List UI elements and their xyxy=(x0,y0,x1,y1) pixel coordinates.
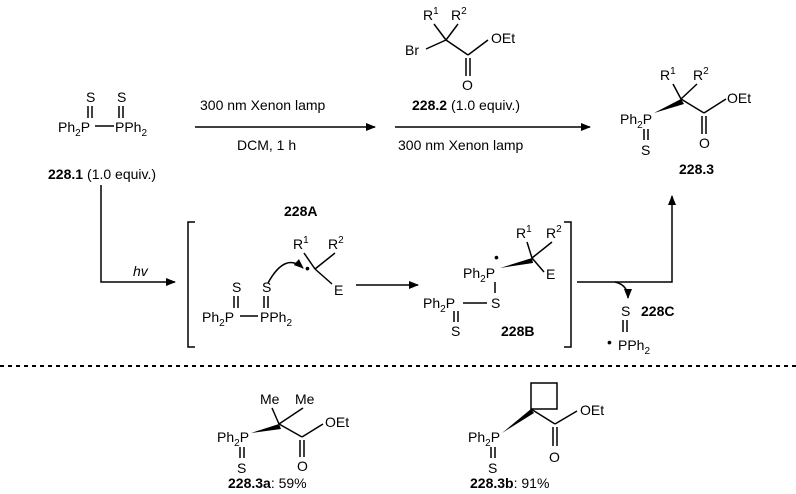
svg-text:Ph2P: Ph2P xyxy=(468,429,500,449)
to-product-arrow xyxy=(577,195,676,283)
intermediate-228C-structure: S • PPh2 xyxy=(607,303,650,357)
svg-text:PPh2: PPh2 xyxy=(115,119,147,139)
example-a-label: 228.3a xyxy=(228,475,271,491)
product-label: 228.3 xyxy=(679,161,714,177)
svg-text:O: O xyxy=(699,135,710,151)
svg-text:OEt: OEt xyxy=(325,414,349,430)
svg-text:Me: Me xyxy=(295,391,315,407)
svg-text:S: S xyxy=(117,89,126,105)
step1-condition-2: DCM, 1 h xyxy=(237,137,296,153)
svg-text:S: S xyxy=(488,460,497,476)
svg-text:OEt: OEt xyxy=(580,402,604,418)
svg-text:O: O xyxy=(462,77,473,93)
svg-text:E: E xyxy=(334,282,343,298)
svg-text:R2: R2 xyxy=(451,6,467,23)
svg-text:Br: Br xyxy=(405,42,419,58)
step1-condition-1: 300 nm Xenon lamp xyxy=(200,97,326,113)
intermediate-228B-structure: R1 R2 Ph2P • E S Ph2P S xyxy=(423,224,562,339)
example-b-label: 228.3b xyxy=(470,475,514,491)
svg-text:R2: R2 xyxy=(693,66,709,83)
left-bracket xyxy=(187,221,195,348)
sm-equiv: (1.0 equiv.) xyxy=(87,166,156,182)
intermediate-228A-structure: S S Ph2P PPh2 R1 R2 E • xyxy=(202,235,344,329)
right-bracket xyxy=(564,221,572,348)
example-b-caption: 228.3b: 91% xyxy=(470,475,549,491)
svg-text:R1: R1 xyxy=(660,66,676,83)
svg-text:S: S xyxy=(86,89,95,105)
svg-text:O: O xyxy=(297,458,308,474)
svg-text:Ph2P: Ph2P xyxy=(463,265,495,285)
svg-text:S: S xyxy=(621,303,630,319)
example-b-yield: : 91% xyxy=(514,475,550,491)
starting-material-228-1: S S Ph2P PPh2 xyxy=(58,89,147,139)
svg-text:PPh2: PPh2 xyxy=(618,337,650,357)
svg-text:Ph2P: Ph2P xyxy=(217,429,249,449)
svg-text:Ph2P: Ph2P xyxy=(620,111,652,131)
step2-reagent: 228.2(1.0 equiv.) xyxy=(412,97,520,113)
svg-text:S: S xyxy=(451,323,460,339)
svg-text:R2: R2 xyxy=(328,235,344,252)
svg-text:S: S xyxy=(641,142,650,158)
intermediate-a-label: 228A xyxy=(284,203,317,219)
svg-text:E: E xyxy=(546,266,555,282)
elimination-arrow xyxy=(614,281,632,299)
svg-text:OEt: OEt xyxy=(491,30,515,46)
svg-text:R1: R1 xyxy=(293,235,309,252)
intermediate-c-label: 228C xyxy=(641,303,674,319)
step2-condition: 300 nm Xenon lamp xyxy=(398,137,524,153)
intermediate-b-label: 228B xyxy=(501,323,534,339)
svg-text:S: S xyxy=(232,279,241,295)
svg-text:R1: R1 xyxy=(423,6,439,23)
svg-text:•: • xyxy=(305,260,310,276)
reagent-228-2-structure: R1 R2 Br OEt O xyxy=(405,6,515,93)
svg-text:Me: Me xyxy=(260,391,280,407)
example-228-3a-structure: Me Me Ph2P OEt O S xyxy=(217,391,349,476)
svg-text:Ph2P: Ph2P xyxy=(58,119,90,139)
svg-text:Ph2P: Ph2P xyxy=(202,309,234,329)
svg-text:Ph2P: Ph2P xyxy=(423,295,455,315)
svg-text:R1: R1 xyxy=(516,224,532,241)
svg-text:R2: R2 xyxy=(546,224,562,241)
product-228-3-structure: R1 R2 Ph2P OEt O S xyxy=(620,66,751,158)
svg-text:OEt: OEt xyxy=(727,90,751,106)
svg-text:O: O xyxy=(549,449,560,465)
hv-arrow xyxy=(100,185,176,286)
hv-label: hv xyxy=(133,263,149,279)
svg-text:S: S xyxy=(237,460,246,476)
svg-text:PPh2: PPh2 xyxy=(260,309,292,329)
svg-text:•: • xyxy=(494,249,499,265)
sm-label-line: 228.1(1.0 equiv.) xyxy=(48,166,156,182)
example-a-caption: 228.3a: 59% xyxy=(228,475,307,491)
sm-compound-label: 228.1 xyxy=(48,166,83,182)
example-a-yield: : 59% xyxy=(271,475,307,491)
example-228-3b-structure: Ph2P OEt O S xyxy=(468,382,604,476)
svg-text:S: S xyxy=(491,295,500,311)
svg-text:S: S xyxy=(262,279,271,295)
svg-text:•: • xyxy=(607,334,612,350)
